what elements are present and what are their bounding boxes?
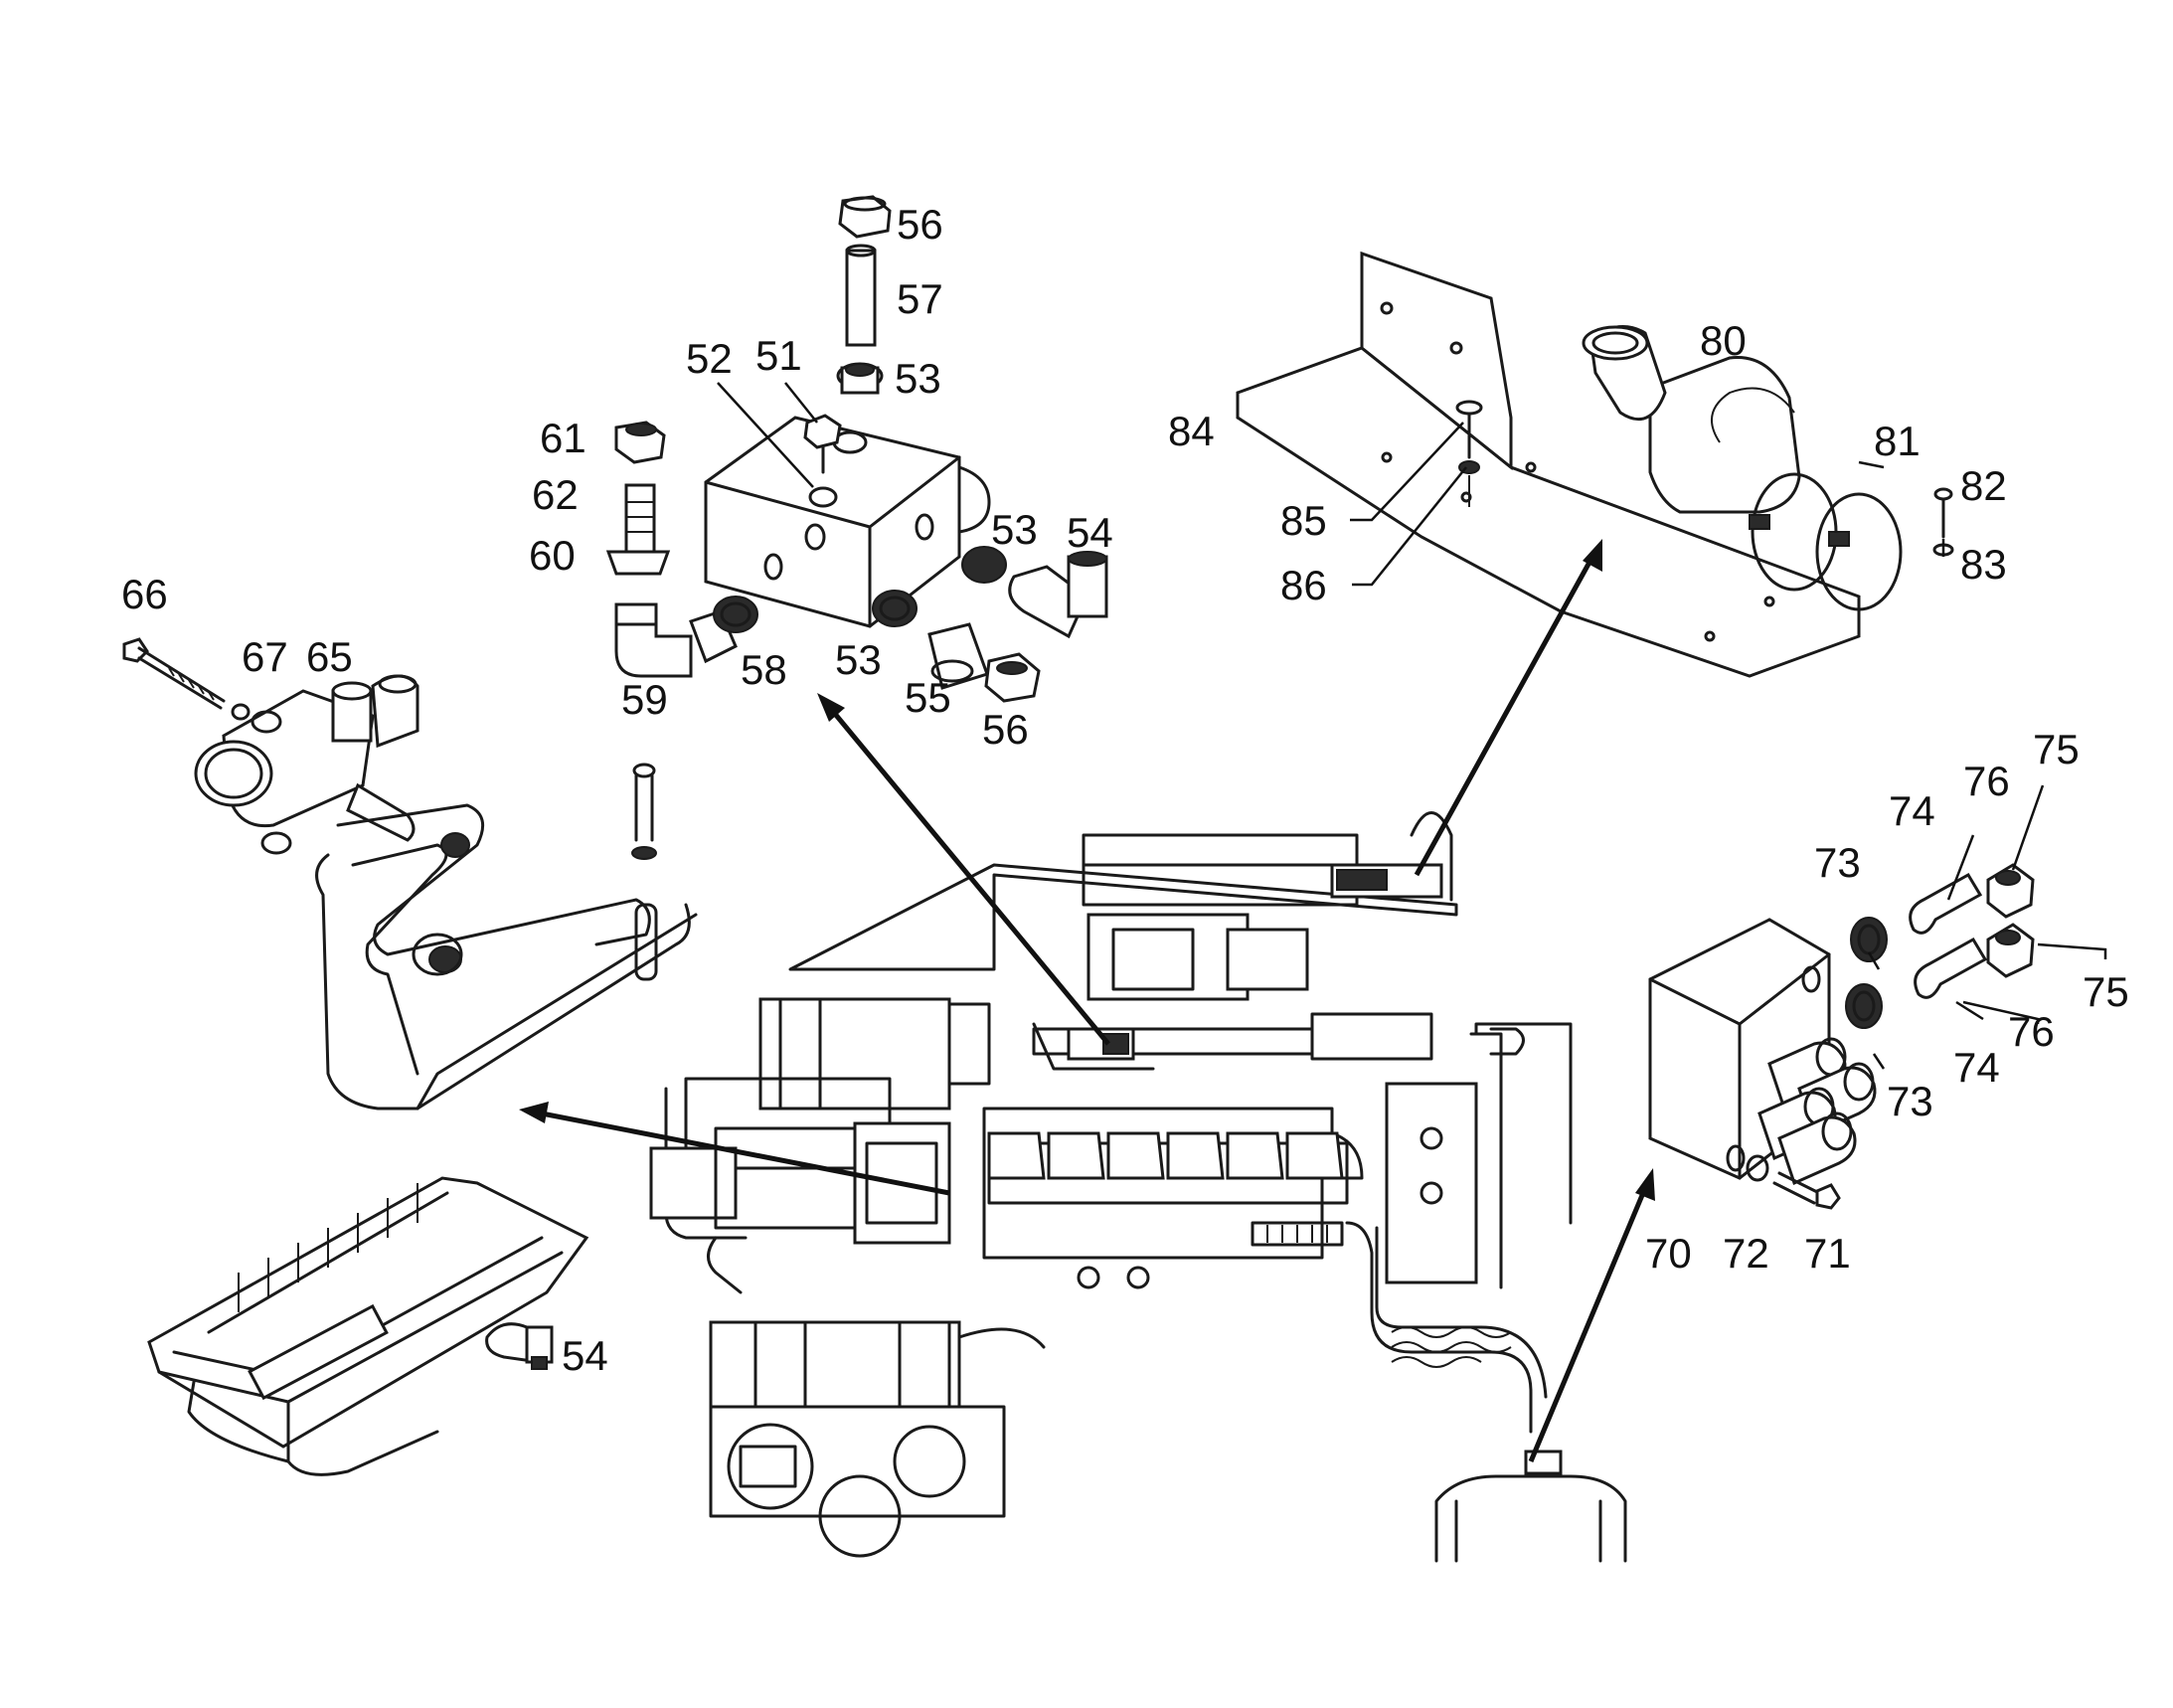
callout-71: 71 — [1804, 1230, 1851, 1277]
callout-67: 67 — [242, 633, 288, 680]
callout-53-top: 53 — [895, 355, 941, 402]
callout-62: 62 — [532, 471, 579, 518]
callout-51: 51 — [755, 332, 802, 379]
callout-53-bottom: 53 — [835, 636, 882, 683]
callout-53-right: 53 — [991, 506, 1038, 553]
pointer-arrows — [519, 539, 1655, 1462]
callout-70: 70 — [1645, 1230, 1692, 1277]
arrow-to-pump-plate — [1414, 555, 1595, 877]
callout-75-bottom: 75 — [2083, 968, 2129, 1015]
callout-76-top: 76 — [1963, 758, 2010, 804]
callout-59: 59 — [621, 676, 668, 723]
pump-mounting-plate-assembly — [1236, 251, 1954, 678]
arrow-head-bracket — [519, 1102, 549, 1123]
arrow-head-block — [817, 693, 845, 722]
callout-66: 66 — [121, 571, 168, 617]
distribution-block-assembly — [605, 195, 1108, 703]
callout-52: 52 — [686, 335, 733, 382]
callout-65: 65 — [306, 633, 353, 680]
oil-pan-assembly — [147, 1176, 589, 1476]
leader-lines — [717, 382, 2107, 1070]
arrow-to-bracket — [541, 1110, 950, 1196]
callout-83: 83 — [1960, 541, 2007, 588]
valve-and-bracket-assembly — [122, 637, 698, 1110]
callout-54-top: 54 — [1067, 509, 1113, 556]
callout-74-top: 74 — [1889, 787, 1935, 834]
callout-81: 81 — [1874, 418, 1921, 464]
callout-57: 57 — [897, 275, 943, 322]
arrow-head-manifold — [1635, 1168, 1655, 1201]
callout-86: 86 — [1280, 562, 1327, 608]
callout-54-bottom: 54 — [562, 1332, 608, 1379]
callout-76-bottom: 76 — [2008, 1008, 2055, 1055]
callout-75-top: 75 — [2033, 726, 2080, 772]
cylinder-heads — [987, 1131, 1344, 1180]
callout-74-bottom: 74 — [1953, 1044, 2000, 1091]
callout-55: 55 — [905, 674, 951, 721]
callout-labels: 56 57 52 51 53 61 62 60 53 54 59 58 53 5… — [121, 201, 2129, 1379]
callout-80: 80 — [1700, 317, 1747, 364]
arrow-to-manifold — [1528, 1187, 1648, 1462]
callout-85: 85 — [1280, 497, 1327, 544]
callout-73-bottom: 73 — [1887, 1078, 1933, 1124]
callout-72: 72 — [1723, 1230, 1769, 1277]
arrow-to-block — [828, 706, 1110, 1046]
callout-61: 61 — [540, 415, 586, 461]
manifold-block-assembly — [1648, 863, 2035, 1210]
callout-56-top: 56 — [897, 201, 943, 248]
callout-82: 82 — [1960, 462, 2007, 509]
callout-73-top: 73 — [1814, 839, 1861, 886]
callout-84: 84 — [1168, 408, 1215, 454]
callout-60: 60 — [529, 532, 576, 579]
callout-56-bottom: 56 — [982, 706, 1029, 753]
arrow-head-plate — [1583, 539, 1602, 572]
callout-58: 58 — [741, 646, 787, 693]
engine-assembly — [649, 811, 1627, 1563]
